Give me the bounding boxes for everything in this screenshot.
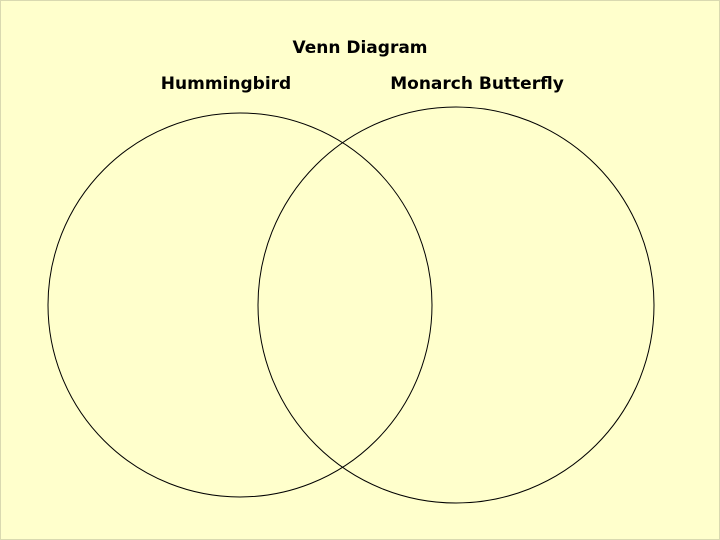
diagram-title: Venn Diagram — [292, 38, 428, 58]
set-circle-monarch-butterfly — [257, 106, 655, 504]
set-label-monarch-butterfly: Monarch Butterfly — [390, 74, 564, 94]
set-circle-hummingbird — [47, 112, 433, 498]
set-label-hummingbird: Hummingbird — [160, 74, 292, 94]
